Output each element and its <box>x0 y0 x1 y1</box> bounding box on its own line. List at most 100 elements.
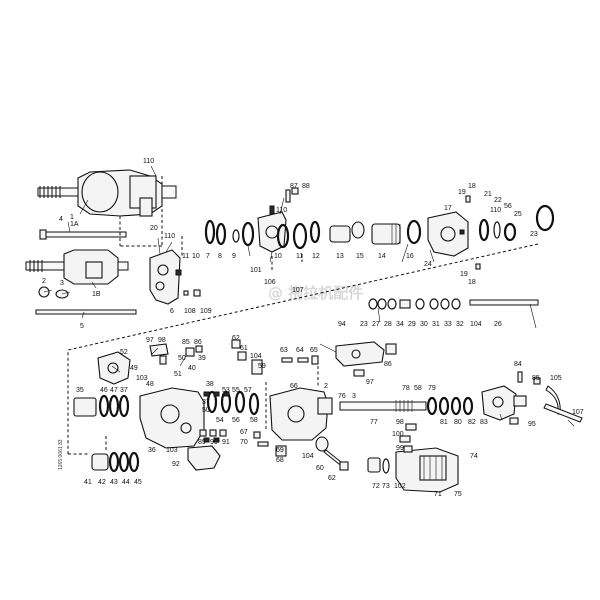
plug-95 <box>509 417 519 425</box>
label-46: 46 <box>100 387 108 394</box>
label-82: 82 <box>468 419 476 426</box>
label-1a: 1A <box>70 221 79 228</box>
label-55: 55 <box>232 387 240 394</box>
label-15: 15 <box>356 253 364 260</box>
label-103: 103 <box>136 375 148 382</box>
side-reference-number: 1265 0061 33 <box>58 439 64 470</box>
label-50: 50 <box>178 355 186 362</box>
label-94: 94 <box>338 321 346 328</box>
label-56: 56 <box>504 203 512 210</box>
label-16: 16 <box>406 253 414 260</box>
label-110: 110 <box>143 158 154 165</box>
pto-shaft-5 <box>35 309 137 315</box>
parts-68-69 <box>275 445 287 457</box>
label-99: 99 <box>396 445 404 452</box>
label-41: 41 <box>84 479 92 486</box>
label-30: 30 <box>420 321 428 328</box>
label-39: 39 <box>198 355 206 362</box>
ring-set-lower-left <box>206 390 260 416</box>
parts-67-70 <box>253 431 269 447</box>
label-34: 34 <box>396 321 404 328</box>
pto-shaft-assembly-1b <box>25 249 129 285</box>
label-11b: 11 <box>296 253 303 260</box>
label-45: 45 <box>134 479 142 486</box>
ring-stack-41-45 <box>91 451 140 473</box>
label-1b: 1B <box>92 291 101 298</box>
label-88: 88 <box>302 183 310 190</box>
label-106: 106 <box>264 279 276 286</box>
label-68: 68 <box>276 457 284 464</box>
label-76: 76 <box>338 393 346 400</box>
label-11: 11 <box>182 253 189 260</box>
label-69: 69 <box>276 447 284 454</box>
housing-66 <box>269 387 333 441</box>
hydraulic-pump-74 <box>395 447 459 493</box>
housing-17 <box>427 211 469 257</box>
label-19b: 19 <box>460 271 468 278</box>
bolt-108-109 <box>183 289 201 297</box>
label-38: 38 <box>206 381 214 388</box>
label-21: 21 <box>484 191 492 198</box>
small-bolts-cluster <box>203 391 230 443</box>
label-50b: 50 <box>202 407 210 414</box>
label-10b: 10 <box>274 253 282 260</box>
label-35: 35 <box>76 387 84 394</box>
label-18b: 18 <box>468 279 476 286</box>
housing-6 <box>149 249 182 305</box>
label-110c: 110 <box>276 207 287 214</box>
label-1: 1 <box>70 214 74 221</box>
label-104b: 104 <box>250 353 262 360</box>
bolt-87-88 <box>285 187 299 203</box>
label-31: 31 <box>432 321 440 328</box>
label-58: 58 <box>414 385 422 392</box>
label-22: 22 <box>494 197 502 204</box>
label-64: 64 <box>296 347 304 354</box>
label-29: 29 <box>408 321 416 328</box>
label-27: 27 <box>372 321 380 328</box>
part-labels: 110 1 1A 4 2 3 1B 5 20 110 6 108 109 87 … <box>42 158 584 498</box>
label-62b: 62 <box>328 475 336 482</box>
bolt-18-19 <box>465 195 481 270</box>
label-71: 71 <box>434 491 442 498</box>
fitting-61-62 <box>231 339 263 375</box>
label-6: 6 <box>170 308 174 315</box>
label-20: 20 <box>150 225 158 232</box>
label-37: 37 <box>120 387 128 394</box>
label-32: 32 <box>456 321 464 328</box>
label-60: 60 <box>316 465 324 472</box>
label-73: 73 <box>382 483 390 490</box>
label-86b: 86 <box>194 339 202 346</box>
label-56b: 56 <box>232 417 240 424</box>
label-89: 89 <box>198 439 206 446</box>
ring-set-top-right <box>478 204 555 242</box>
label-2: 2 <box>42 278 46 285</box>
label-7: 7 <box>206 253 210 260</box>
label-33: 33 <box>444 321 452 328</box>
label-37b: 37 <box>202 399 210 406</box>
label-5: 5 <box>80 323 84 330</box>
label-92: 92 <box>172 461 180 468</box>
label-57: 57 <box>244 387 252 394</box>
label-72: 72 <box>372 483 380 490</box>
label-105: 105 <box>550 375 562 382</box>
label-43: 43 <box>110 479 118 486</box>
fitting-85-86 <box>185 345 203 357</box>
label-103b: 103 <box>166 447 178 454</box>
shaft-26 <box>469 299 539 306</box>
label-24: 24 <box>424 261 432 268</box>
valve-block-94 <box>335 341 397 367</box>
label-26: 26 <box>494 321 502 328</box>
gear-14 <box>371 223 401 245</box>
bearing-16 <box>406 219 422 245</box>
shaft-77 <box>339 400 427 412</box>
label-81: 81 <box>440 419 448 426</box>
label-97: 97 <box>146 337 154 344</box>
label-51: 51 <box>174 371 182 378</box>
connector-97-98 <box>149 343 169 365</box>
label-52: 52 <box>120 349 128 356</box>
label-110d: 110 <box>490 207 501 214</box>
watermark-text: @ 拖拉机配件 <box>268 284 363 302</box>
ring-set-top-left <box>204 219 255 247</box>
label-48: 48 <box>146 381 154 388</box>
